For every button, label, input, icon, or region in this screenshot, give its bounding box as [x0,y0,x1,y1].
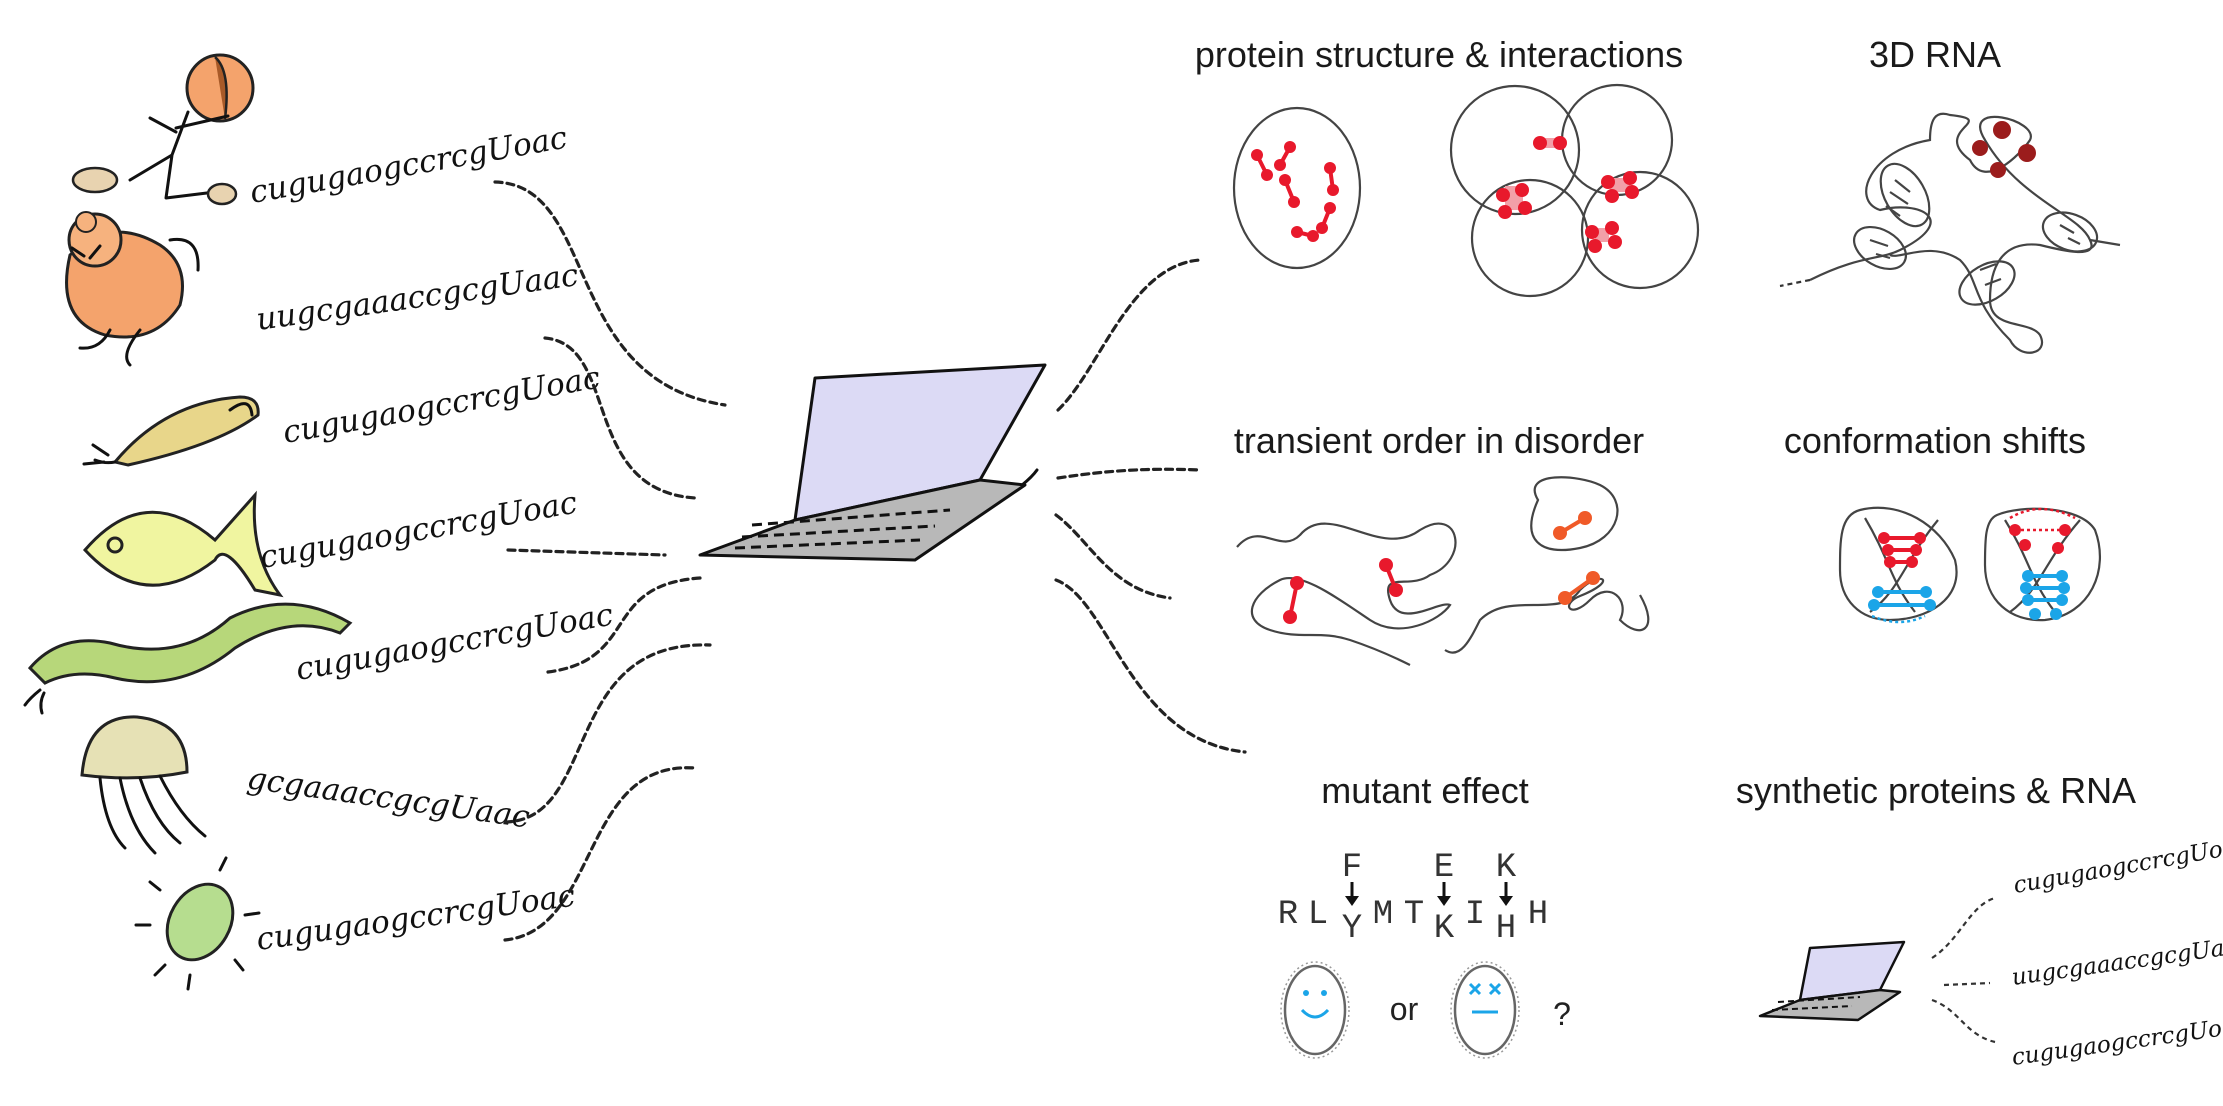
sequence-microbe: cugugaogccrcgUoac [254,878,577,958]
panel-synthetic: synthetic proteins & RNA cugugaogccrcgUo… [1736,770,2223,1071]
panel-title-conformation: conformation shifts [1784,420,2086,461]
panel-protein-structure: protein structure & interactions [1195,34,1700,298]
organism-microbe [134,856,261,991]
sequence-letter-t: T [1404,896,1424,934]
mutation-from-k: K [1496,849,1517,887]
sequence-jellyfish: gcgaaaccgcgUaac [245,760,532,835]
organism-worm [23,602,353,715]
panel-title-protein-structure: protein structure & interactions [1195,34,1683,75]
mutation-from-f: F [1342,849,1362,887]
output-connectors [1054,258,1247,754]
sequence-letter-y: Y [1342,910,1362,948]
panel-title-transient-order: transient order in disorder [1234,420,1644,461]
laptop-illustration [698,363,1047,562]
mutation-arrows [1345,882,1513,906]
sequence-letter-m: M [1373,896,1393,934]
panel-title-3d-rna: 3D RNA [1869,34,2001,75]
contact-pairs-complex [1496,136,1639,253]
synthetic-sequence-3: cugugaogccrcgUoac [2010,1012,2223,1071]
input-connectors [493,180,727,942]
sequence-mouse: cugugaogccrcgUoac [280,360,603,451]
synthetic-sequence-2: uugcgaaaccgcgUaac [2010,932,2223,991]
organism-monkey [65,211,200,367]
panel-title-mutant: mutant effect [1321,770,1528,811]
organism-mouse [82,395,260,467]
sequence-worm: cugugaogccrcgUoac [293,597,616,688]
organism-jellyfish [80,715,207,855]
panel-conformation: conformation shifts [1784,420,2101,624]
small-laptop-illustration [1758,940,1906,1022]
question-mark: ? [1553,996,1571,1032]
sequence-letter-k: K [1434,910,1455,948]
panel-3d-rna: 3D RNA [1779,34,2121,354]
sequence-letter-l: L [1308,896,1328,934]
panel-title-synthetic: synthetic proteins & RNA [1736,770,2136,811]
panel-mutant-effect: mutant effect F E K R L Y M T K I H H or [1278,770,1571,1059]
dead-cell-icon [1450,961,1520,1059]
contact-pairs-single [1251,141,1339,242]
sequence-letter-h-last: H [1528,896,1548,934]
sequence-monkey: uugcgaaaccgcgUaac [254,257,581,338]
mutation-from-e: E [1434,849,1454,887]
or-label: or [1390,991,1419,1027]
sequence-letter-r: R [1278,896,1298,934]
synthetic-sequence-1: cugugaogccrcgUoac [2012,832,2223,899]
organism-human [71,53,255,206]
sequence-fish: cugugaogccrcgUoac [257,485,580,576]
organism-fish [82,490,284,598]
sequence-letter-i: I [1465,896,1485,934]
panel-transient-order: transient order in disorder [1234,420,1650,666]
happy-cell-icon [1280,961,1350,1059]
sequence-letter-h: H [1496,910,1516,948]
sequence-human: cugugaogccrcgUoac [247,120,570,211]
